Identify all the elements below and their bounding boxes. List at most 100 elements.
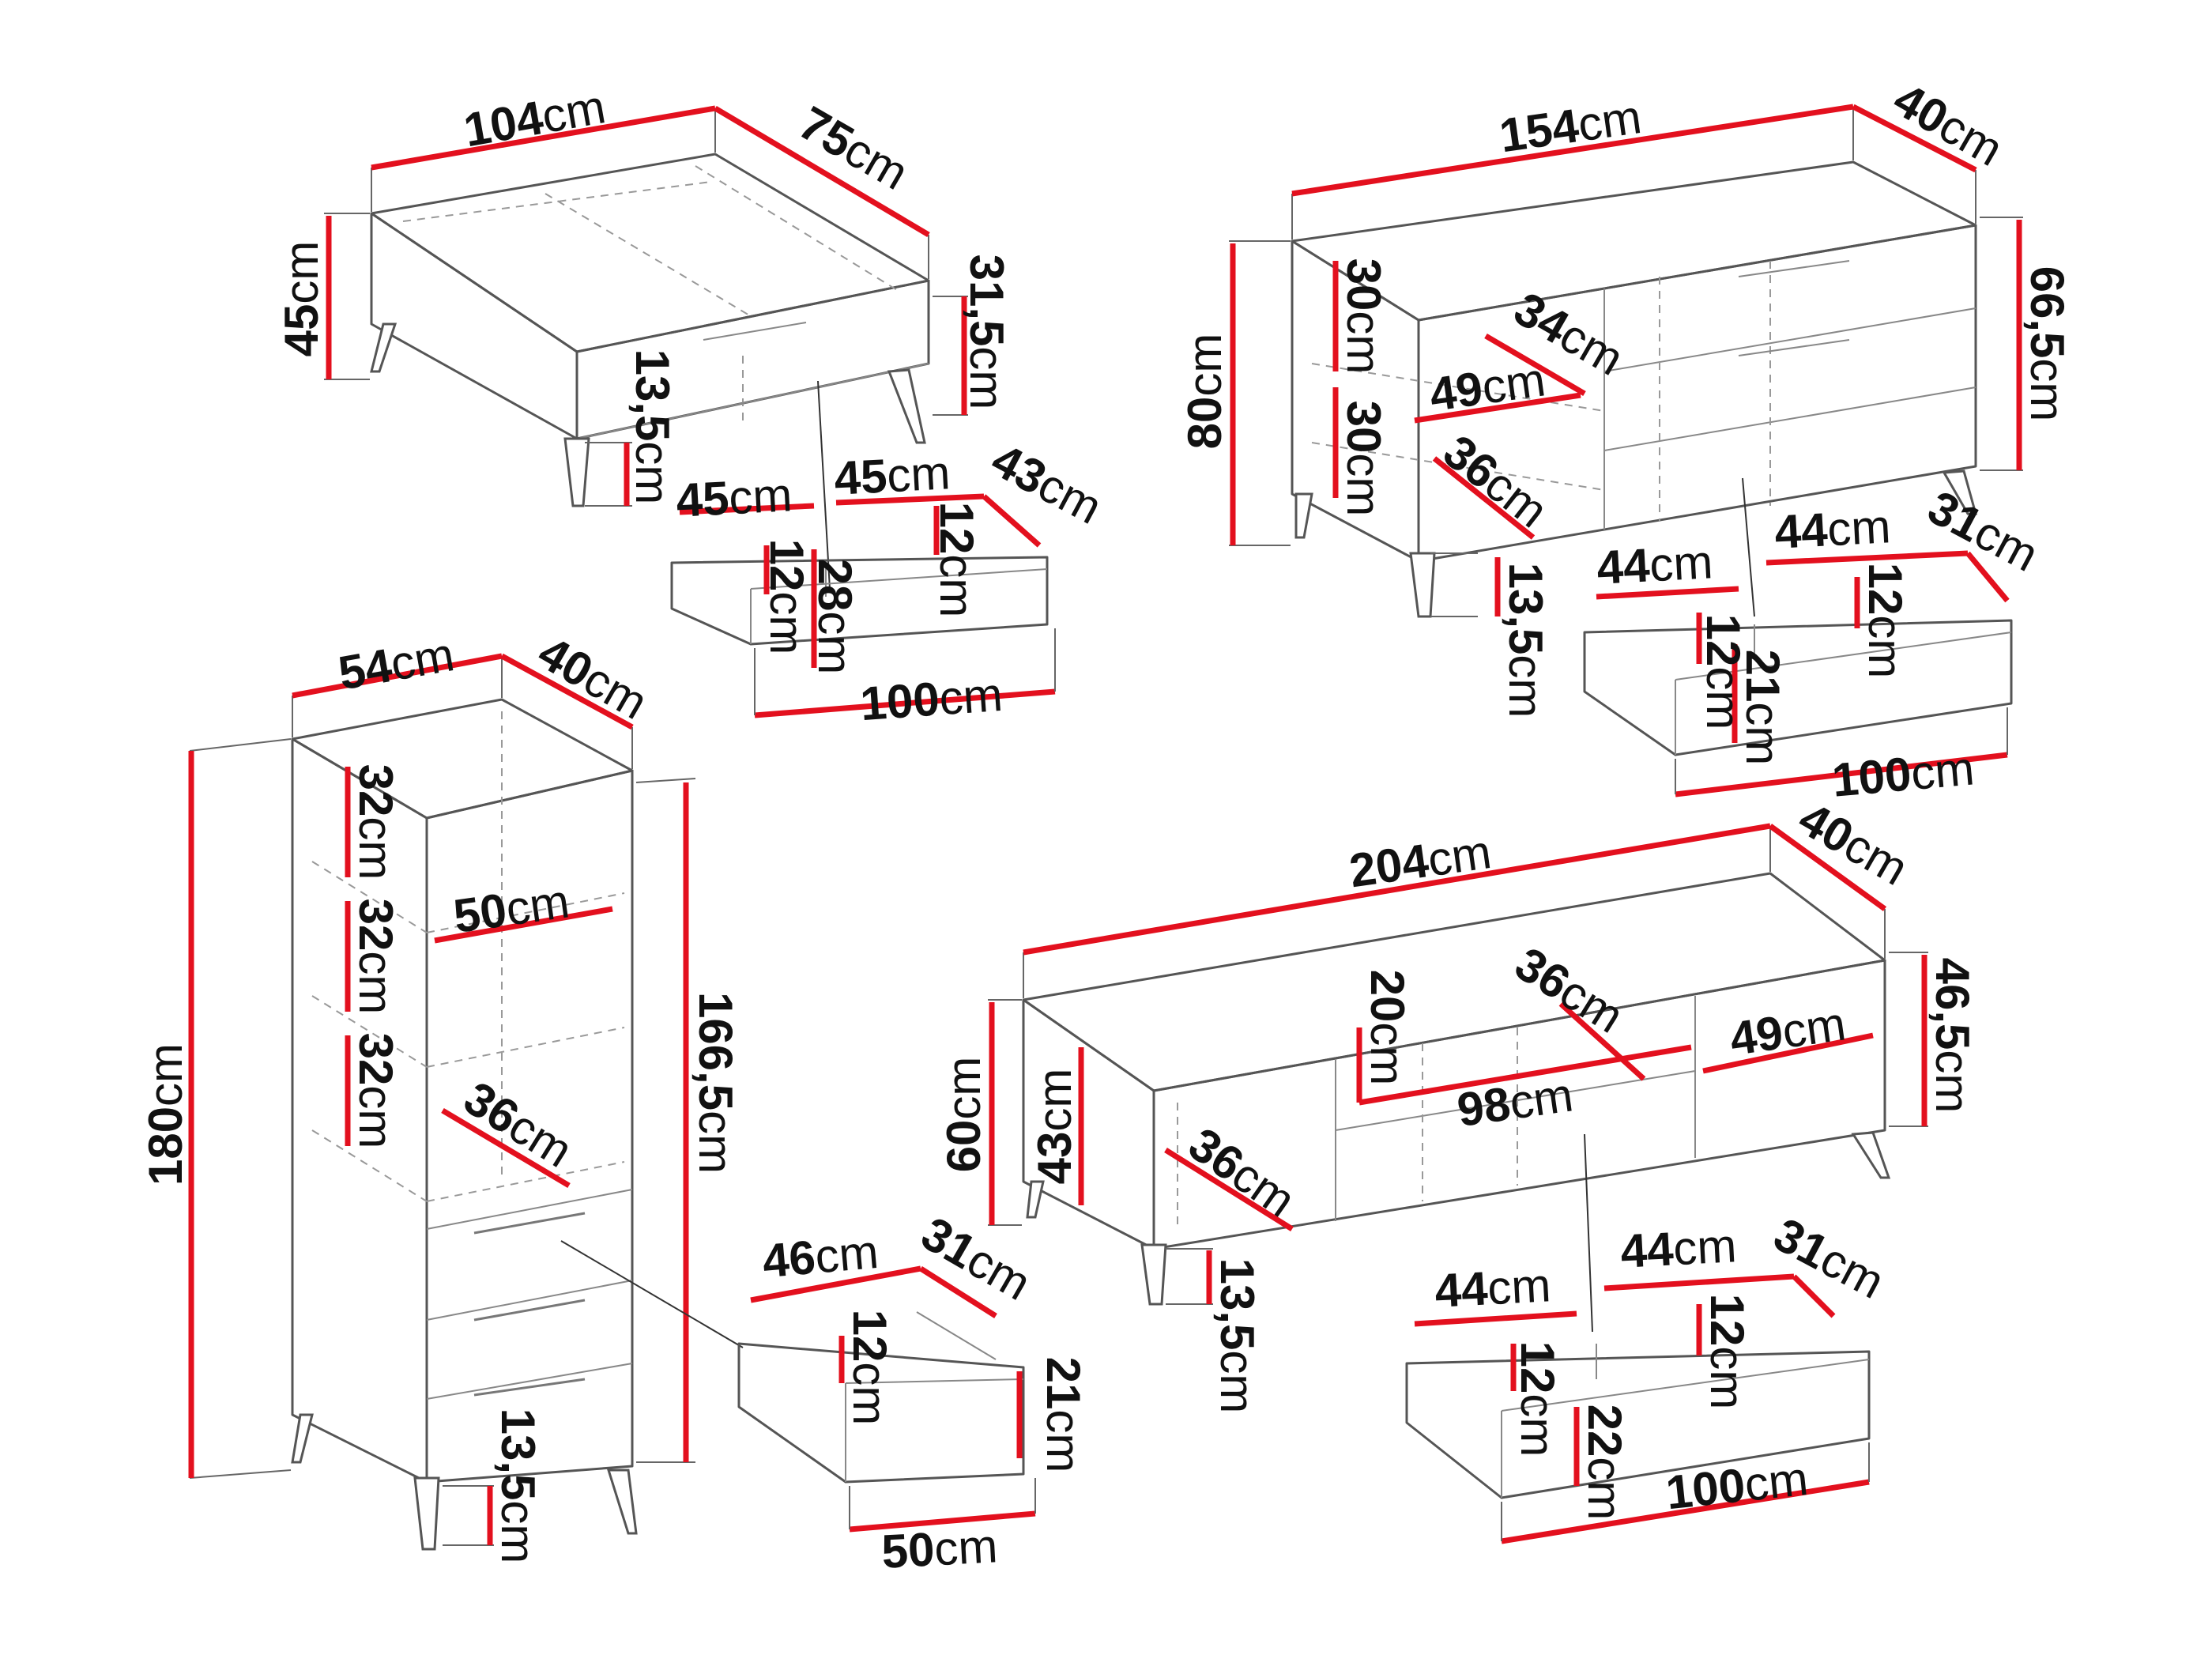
dimension-label: 28cm bbox=[808, 559, 861, 675]
sideboard-drawer: 44cm 44cm 31cm 12cm 12cm 21cm 100cm bbox=[1583, 481, 2047, 807]
dimension-line bbox=[1603, 1273, 1795, 1291]
dimension-line bbox=[1768, 824, 1887, 911]
dimension-line bbox=[1965, 551, 2010, 603]
dimension-line bbox=[434, 906, 613, 944]
dimension-label: 40cm bbox=[1885, 73, 2012, 176]
dimension-label: 21cm bbox=[1037, 1357, 1090, 1473]
dimension-line bbox=[1765, 550, 1969, 566]
dimension-label: 32cm bbox=[349, 764, 402, 880]
dimension-label: 12cm bbox=[1511, 1341, 1564, 1457]
coffee-table: 104cm 75cm 45cm 31,5cm 13,5cm 45cm 45cm … bbox=[275, 80, 1110, 730]
dimension-label: 49cm bbox=[1426, 353, 1549, 421]
dimension-label: 12cm bbox=[1859, 563, 1912, 679]
dimension-label: 50cm bbox=[880, 1519, 999, 1578]
dimension-line bbox=[1596, 586, 1739, 600]
dimension-label: 100cm bbox=[1830, 741, 1976, 806]
dimension-label: 40cm bbox=[1790, 792, 1917, 895]
coffee-table-dimensions: 104cm 75cm 45cm 31,5cm 13,5cm bbox=[275, 80, 1013, 507]
dimension-label: 46,5cm bbox=[1926, 958, 1979, 1114]
dimension-line bbox=[835, 493, 985, 506]
dimension-label: 32cm bbox=[349, 899, 402, 1015]
dimension-line bbox=[441, 1107, 571, 1189]
dimension-label: 44cm bbox=[1619, 1219, 1738, 1278]
dimension-label: 43cm bbox=[1028, 1069, 1081, 1185]
dimension-line bbox=[500, 653, 634, 730]
dimension-label: 12cm bbox=[1701, 1294, 1754, 1410]
coffee-table-drawer: 45cm 45cm 43cm 12cm 12cm 28cm 100cm bbox=[670, 433, 1110, 730]
sideboard-body bbox=[1291, 160, 1977, 618]
tv-stand-dimensions: 204cm 40cm 60cm 46,5cm 43cm 20cm 36cm 98… bbox=[937, 792, 1979, 1414]
dimension-line bbox=[750, 1265, 921, 1303]
dimension-label: 12cm bbox=[843, 1310, 896, 1426]
dimension-label: 30cm bbox=[1337, 401, 1390, 517]
dimension-line bbox=[1023, 823, 1771, 956]
coffee-table-body bbox=[370, 153, 930, 507]
dimension-line bbox=[919, 1266, 997, 1318]
coffee-table-height-label: 45cm bbox=[275, 241, 328, 357]
dimension-line bbox=[1501, 1479, 1870, 1544]
dimension-label: 12cm bbox=[930, 502, 983, 618]
dimension-line bbox=[1558, 1001, 1646, 1081]
coffee-table-legs-label: 13,5cm bbox=[626, 349, 679, 505]
dimension-label: 50cm bbox=[450, 874, 573, 943]
dimension-label: 204cm bbox=[1346, 825, 1494, 897]
dimension-label: 45cm bbox=[833, 446, 951, 505]
dimension-label: 20cm bbox=[1361, 970, 1414, 1086]
coffee-table-depth-line bbox=[714, 105, 930, 238]
dimension-label: 46cm bbox=[760, 1225, 880, 1288]
dimension-label: 13,5cm bbox=[492, 1408, 545, 1564]
dimension-line bbox=[1792, 1274, 1836, 1318]
sideboard: 154cm 40cm 80cm 66,5cm 30cm 30cm 34cm 49… bbox=[1178, 73, 2074, 807]
dimension-label: 180cm bbox=[139, 1043, 192, 1186]
coffee-table-width-line bbox=[371, 105, 716, 171]
dimension-line bbox=[292, 653, 503, 699]
dimension-line bbox=[1414, 1310, 1577, 1327]
tv-stand-drawer: 44cm 44cm 31cm 12cm 12cm 22cm 100cm bbox=[1405, 1208, 1893, 1544]
dimension-label: 12cm bbox=[760, 539, 813, 655]
tall-cabinet-body bbox=[291, 698, 638, 1551]
dimension-line bbox=[754, 688, 1056, 718]
dimension-label: 54cm bbox=[334, 628, 458, 699]
dimension-label: 44cm bbox=[1434, 1258, 1552, 1318]
tv-stand: 204cm 40cm 60cm 46,5cm 43cm 20cm 36cm 98… bbox=[937, 792, 1979, 1544]
dimension-label: 31cm bbox=[913, 1207, 1040, 1310]
dimension-label: 49cm bbox=[1727, 997, 1849, 1065]
dimension-line bbox=[849, 1510, 1036, 1533]
coffee-table-width-label: 104cm bbox=[460, 80, 609, 156]
dimension-label: 21cm bbox=[1736, 650, 1789, 766]
tv-stand-body bbox=[1022, 872, 1891, 1306]
dimension-label: 13,5cm bbox=[1211, 1258, 1264, 1414]
dimension-line bbox=[1358, 1044, 1692, 1106]
dimension-label: 36cm bbox=[1506, 937, 1633, 1043]
dimension-label: 22cm bbox=[1578, 1404, 1631, 1521]
dimension-line bbox=[1852, 104, 1977, 173]
tall-cabinet-dimensions: 54cm 40cm 180cm 166,5cm 32cm 32cm 32cm 5… bbox=[139, 626, 742, 1564]
dimension-label: 40cm bbox=[529, 626, 657, 730]
coffee-table-front-label: 31,5cm bbox=[960, 255, 1013, 410]
dimension-line bbox=[982, 494, 1042, 548]
dimension-label: 30cm bbox=[1337, 258, 1390, 375]
dimension-label: 66,5cm bbox=[2021, 266, 2074, 422]
sideboard-dimensions: 154cm 40cm 80cm 66,5cm 30cm 30cm 34cm 49… bbox=[1178, 73, 2074, 718]
coffee-table-depth-label: 75cm bbox=[790, 96, 918, 200]
dimension-label: 80cm bbox=[1178, 334, 1231, 450]
dimension-label: 154cm bbox=[1496, 90, 1645, 162]
dimension-label: 36cm bbox=[1434, 424, 1558, 537]
dimension-label: 60cm bbox=[937, 1057, 990, 1173]
dimension-line bbox=[1414, 392, 1581, 424]
dimension-label: 100cm bbox=[1664, 1452, 1811, 1519]
dimension-line bbox=[1484, 333, 1586, 397]
dimension-line bbox=[679, 503, 815, 515]
dimension-label: 36cm bbox=[1179, 1118, 1305, 1227]
dimension-label: 12cm bbox=[1697, 614, 1750, 730]
dimension-label: 45cm bbox=[675, 468, 793, 527]
dimension-label: 32cm bbox=[349, 1033, 402, 1149]
dimension-line bbox=[1675, 752, 2008, 797]
dimension-label: 44cm bbox=[1596, 535, 1714, 594]
tall-cabinet-drawer: 46cm 31cm 12cm 21cm 50cm bbox=[737, 1207, 1090, 1578]
dimension-label: 31cm bbox=[1920, 481, 2047, 582]
dimension-line bbox=[1164, 1148, 1294, 1231]
dimension-label: 166,5cm bbox=[689, 992, 742, 1174]
dimension-line bbox=[1702, 1032, 1874, 1074]
